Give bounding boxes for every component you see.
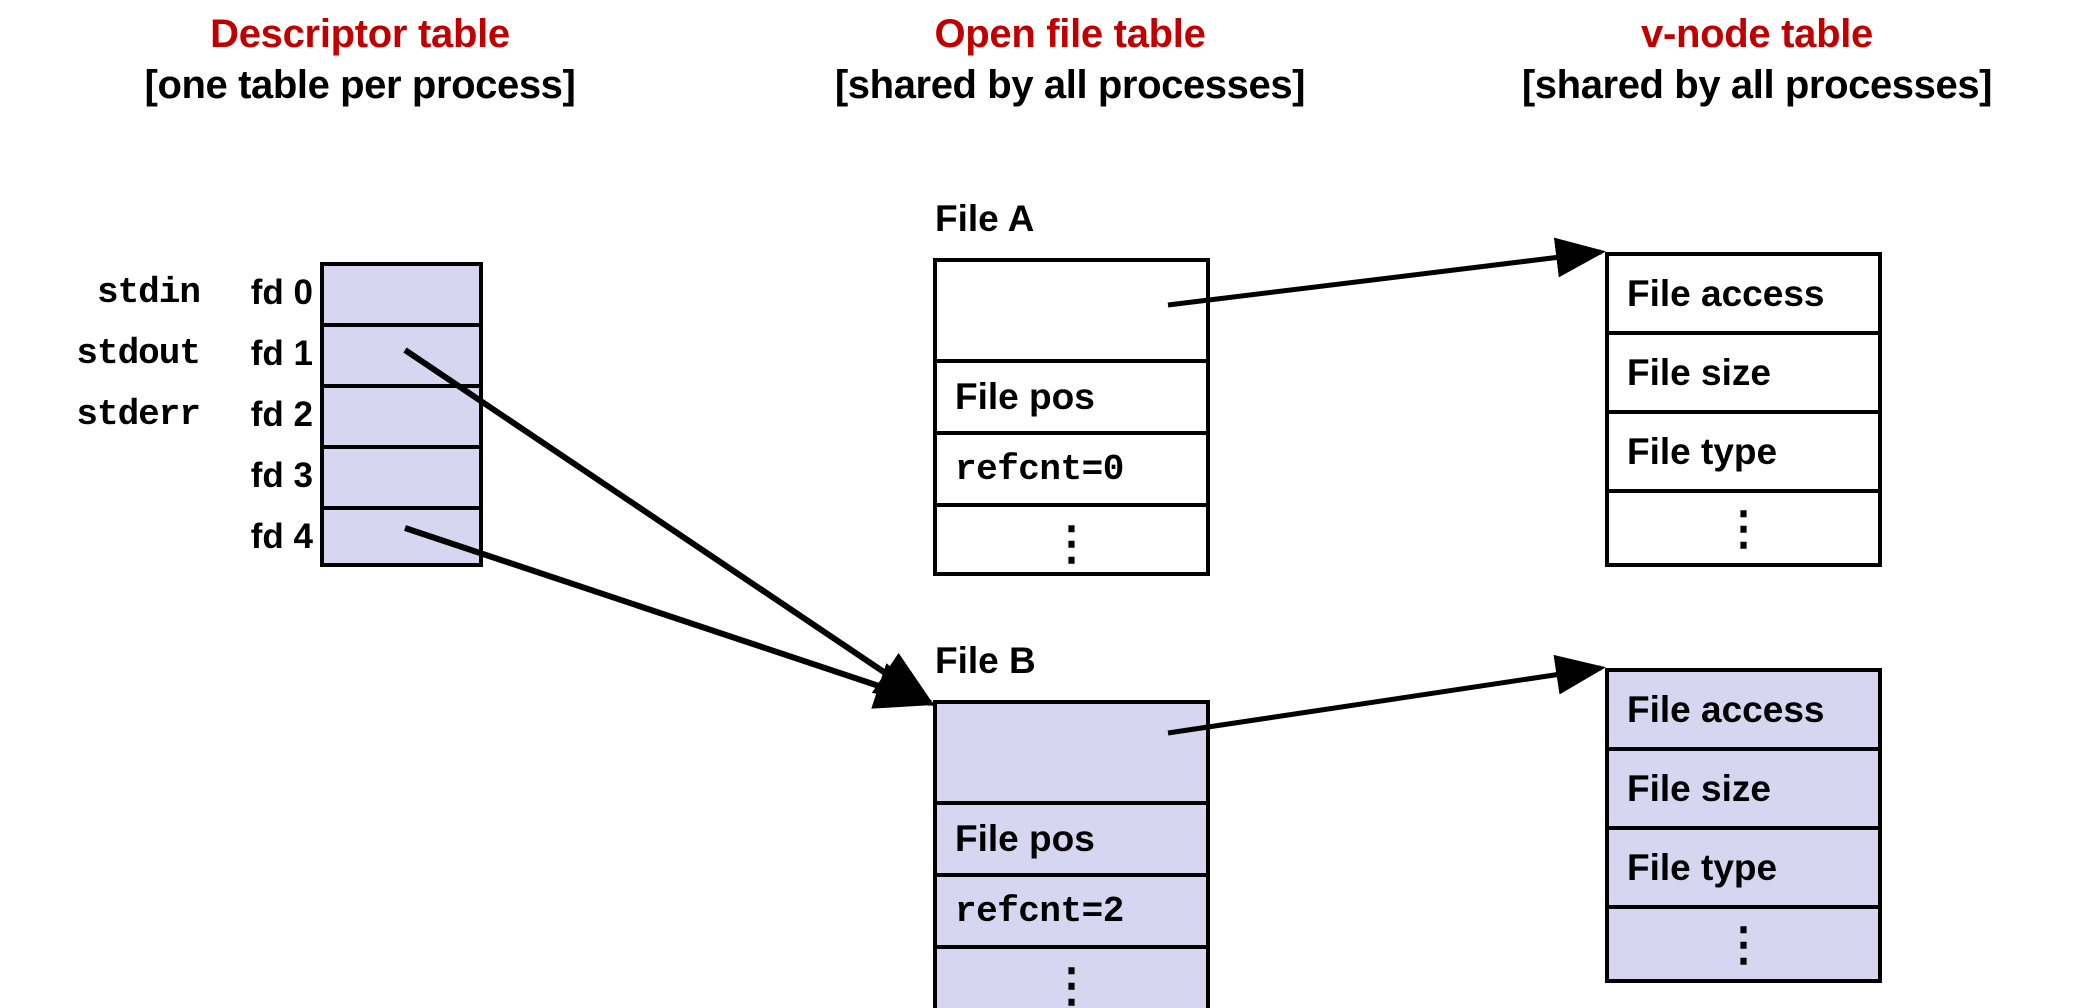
fd-label-2: fd 2 — [250, 395, 313, 434]
file-b-row-ellipsis: ⋮ — [1048, 959, 1095, 1008]
column-header-open-file-table: Open file table [shared by all processes… — [760, 12, 1380, 108]
file-a-row-ellipsis: ⋮ — [1048, 517, 1095, 570]
vnode-b-row-ellipsis: ⋮ — [1720, 917, 1767, 970]
column-title: Open file table — [934, 12, 1206, 56]
vnode-b-entry[interactable]: File access File size File type ⋮ — [1605, 668, 1882, 983]
fd-2-cell[interactable] — [324, 388, 479, 449]
descriptor-table[interactable] — [320, 262, 483, 567]
file-a-caption: File A — [935, 198, 1035, 239]
fd-label-0: fd 0 — [250, 273, 313, 312]
file-a-row-filepos[interactable]: File pos — [937, 363, 1206, 435]
connector-file-a-to-vnode-a — [1167, 237, 1606, 308]
file-a-row-refcnt[interactable]: refcnt=0 — [937, 435, 1206, 507]
file-b-caption: File B — [935, 640, 1036, 681]
vnode-b-row-file-type[interactable]: File type — [1609, 830, 1878, 909]
fd-1-cell[interactable] — [324, 327, 479, 388]
fd-label-3: fd 3 — [250, 456, 313, 495]
connector-fd4-to-file-b — [404, 525, 936, 709]
column-header-vnode-table: v-node table [shared by all processes] — [1442, 12, 2072, 108]
fd-number-labels: fd 0 fd 1 fd 2 fd 3 fd 4 — [205, 262, 313, 567]
fd-0-cell[interactable] — [324, 266, 479, 327]
file-b-row-filepos[interactable]: File pos — [937, 805, 1206, 877]
column-title: Descriptor table — [210, 12, 510, 56]
vnode-b-row-file-access[interactable]: File access — [1609, 672, 1878, 751]
file-a-entry[interactable]: File pos refcnt=0 ⋮ — [933, 258, 1210, 576]
fd-4-cell[interactable] — [324, 510, 479, 571]
column-subtitle: [shared by all processes] — [834, 62, 1306, 107]
standard-stream-labels: stdin stdout stderr — [0, 262, 201, 445]
std-label-stdin: stdin — [96, 271, 201, 313]
file-b-row-empty[interactable] — [937, 704, 1206, 805]
column-title: v-node table — [1641, 12, 1873, 56]
vnode-a-row-file-type[interactable]: File type — [1609, 414, 1878, 493]
file-a-row-empty[interactable] — [937, 262, 1206, 363]
connector-file-b-to-vnode-b — [1167, 654, 1606, 736]
connector-fd1-to-file-b — [403, 347, 935, 707]
vnode-a-row-ellipsis: ⋮ — [1720, 501, 1767, 554]
column-header-descriptor-table: Descriptor table [one table per process] — [50, 12, 670, 108]
file-b-row-refcnt[interactable]: refcnt=2 — [937, 877, 1206, 949]
std-label-stderr: stderr — [76, 393, 201, 435]
fd-label-1: fd 1 — [250, 334, 313, 373]
fd-label-4: fd 4 — [250, 517, 313, 556]
column-subtitle: [one table per process] — [144, 62, 576, 107]
column-subtitle: [shared by all processes] — [1521, 62, 1993, 107]
file-b-entry[interactable]: File pos refcnt=2 ⋮ — [933, 700, 1210, 1008]
vnode-b-row-file-size[interactable]: File size — [1609, 751, 1878, 830]
fd-3-cell[interactable] — [324, 449, 479, 510]
vnode-a-row-file-size[interactable]: File size — [1609, 335, 1878, 414]
vnode-a-entry[interactable]: File access File size File type ⋮ — [1605, 252, 1882, 567]
std-label-stdout: stdout — [76, 332, 201, 374]
vnode-a-row-file-access[interactable]: File access — [1609, 256, 1878, 335]
